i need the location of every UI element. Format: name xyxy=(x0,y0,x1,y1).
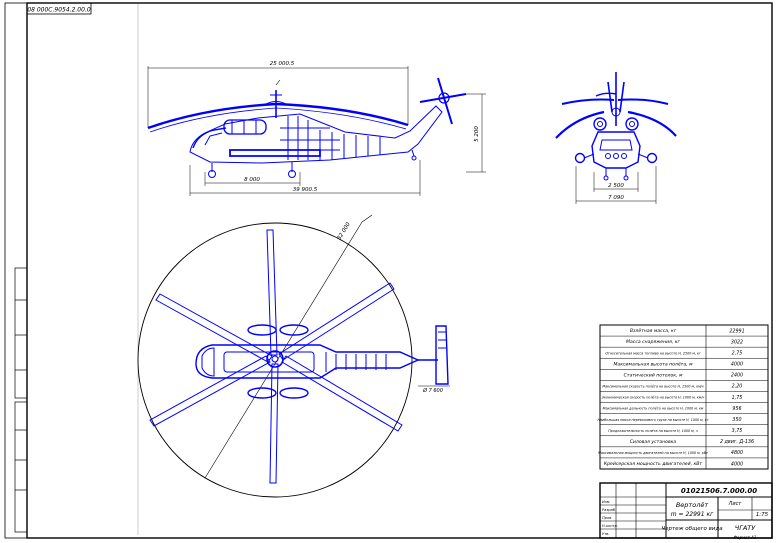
front-view xyxy=(555,72,677,181)
left-margin-strip xyxy=(14,267,28,533)
blade-4 xyxy=(281,355,403,432)
title-row-labels: Изм. Разраб. Пров. Н.контр. Утв. xyxy=(602,500,618,536)
drawing-subtitle: m = 22991 кг xyxy=(671,511,714,518)
corner-code: 08 000С.9054.2.00.0 xyxy=(27,7,91,14)
spec-row-value: 2,75 xyxy=(732,350,743,356)
front-view-dimensions xyxy=(575,166,657,204)
top-fuselage xyxy=(195,344,420,379)
spec-row-value: 3,75 xyxy=(732,428,743,434)
dim-tail-rotor: Ø 7 600 xyxy=(422,387,443,394)
top-rotor-hub xyxy=(266,350,284,368)
blade-2 xyxy=(266,229,278,356)
title-row-label: Н.контр. xyxy=(602,524,618,528)
spec-row-value: 4000 xyxy=(731,362,743,368)
blade-5 xyxy=(269,363,279,484)
title-row-label: Утв. xyxy=(602,532,610,536)
spec-row-label: Масса снаряжения, кг xyxy=(626,339,681,345)
spec-row-label: Продолжительность полёта на высоте Н, 10… xyxy=(608,429,697,433)
spec-row-value: 22991 xyxy=(729,328,744,334)
side-view xyxy=(147,77,467,178)
spec-row-label: Взлётная масса, кг xyxy=(630,328,677,334)
spec-row-value: 1,75 xyxy=(732,395,743,401)
spec-row-label: Максимальная дальность полёта на высоте … xyxy=(603,407,704,411)
spec-row-label: Наибольшая масса перевозимого груза на в… xyxy=(598,418,709,422)
top-view xyxy=(137,214,449,498)
dim-rotor-diameter: 32 000 xyxy=(337,221,353,241)
spec-row-value: 956 xyxy=(732,406,741,412)
drawing-title: Вертолёт xyxy=(676,501,709,509)
doc-number: 01021506.7.000.00 xyxy=(681,487,757,495)
title-row-label: Изм. xyxy=(602,500,610,504)
side-engine-nacelle xyxy=(223,119,267,135)
spec-row-label: Максимальная мощность двигателей на высо… xyxy=(598,451,708,455)
rotor-disc-circle xyxy=(137,222,413,498)
corner-code-box xyxy=(26,2,92,15)
spec-row-label: Максимальная высота полёта, м xyxy=(613,361,693,367)
title-row-label: Пров. xyxy=(602,516,612,520)
front-rotor-blade-right xyxy=(627,110,677,137)
organization: ЧГАТУ xyxy=(735,524,756,532)
spec-row-label: Силовая установка xyxy=(630,439,677,445)
blade-3 xyxy=(278,282,395,361)
drawing-scale: 1:75 xyxy=(756,512,769,518)
spec-row-value: 3022 xyxy=(731,339,743,345)
spec-row-label: Статический потолок, м xyxy=(624,372,683,378)
top-tail-fin xyxy=(435,325,449,385)
dim-side-total: 39 900.5 xyxy=(293,187,318,193)
blade-6 xyxy=(149,355,271,427)
sheet-label: Лист xyxy=(728,501,743,507)
dim-side-length: 25 000.5 xyxy=(270,61,295,67)
spec-row-value: 2400 xyxy=(731,373,743,379)
side-view-dimensions xyxy=(147,66,486,196)
spec-row-label: Относительная масса топлива на высоте Н,… xyxy=(605,351,701,355)
spec-row-value: 350 xyxy=(732,417,741,423)
spec-row-label: Крейсерская мощность двигателей, кВт xyxy=(604,461,703,467)
spec-row-value: 4800 xyxy=(731,450,743,456)
spec-row-label: Максимальная скорость полёта на высоте Н… xyxy=(602,385,703,389)
format-label: Формат A1 xyxy=(734,535,757,540)
title-block xyxy=(599,482,773,539)
dim-side-height: 5 200 xyxy=(474,126,480,142)
spec-row-value: 4000 xyxy=(731,461,743,467)
dim-side-wheelbase: 8 000 xyxy=(244,177,260,183)
side-fuselage xyxy=(189,105,443,164)
drawing-type: Чертеж общего вида xyxy=(661,526,723,532)
spec-row-value: 2 двиг. Д-136 xyxy=(720,439,754,445)
dim-front-width: 7 090 xyxy=(608,195,624,201)
spec-row-value: 2,20 xyxy=(732,384,743,390)
front-rotor-blade-left xyxy=(555,110,605,139)
dim-front-track: 2 500 xyxy=(608,183,624,189)
spec-row-label: Экономическая скорость полёта на высоте … xyxy=(601,396,705,400)
title-row-label: Разраб. xyxy=(602,508,616,512)
